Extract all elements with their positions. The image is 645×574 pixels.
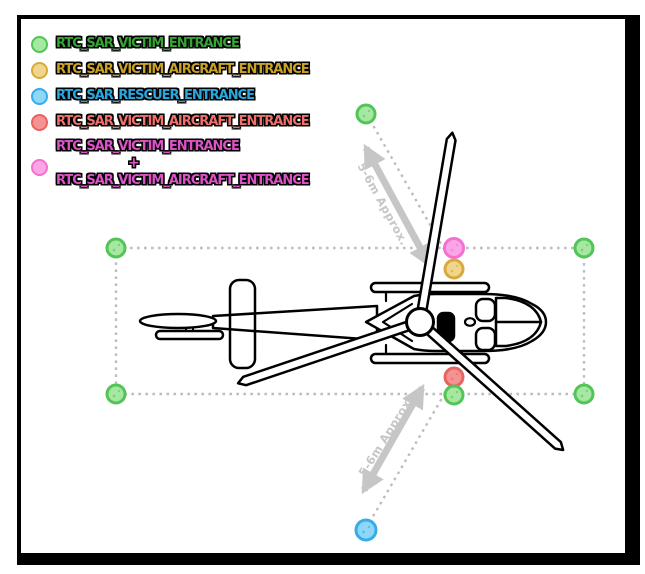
clearance-boundary bbox=[114, 246, 586, 396]
legend-label-victim-aircraft-entrance-red: RTC_SAR_VICTIM_AIRCRAFT_ENTRANCE bbox=[56, 114, 310, 129]
legend-dot-victim-entrance bbox=[30, 35, 48, 53]
tail-rotor-blade-1 bbox=[138, 312, 218, 330]
helicopter-top-view bbox=[138, 130, 568, 455]
marker-victim-entrance-corner-bottom-left[interactable] bbox=[105, 383, 127, 405]
tail-boom bbox=[211, 304, 379, 342]
legend-label-victim-aircraft-entrance: RTC_SAR_VICTIM_AIRCRAFT_ENTRANCE bbox=[56, 62, 310, 77]
diagram-frame bbox=[17, 15, 640, 565]
legend-label-combined-line1: RTC_SAR_VICTIM_ENTRANCE bbox=[56, 139, 240, 154]
legend-label-victim-entrance: RTC_SAR_VICTIM_ENTRANCE bbox=[56, 36, 240, 51]
marker-victim-entrance-corner-top-right[interactable] bbox=[573, 237, 595, 259]
legend-plus-sign: + bbox=[128, 155, 140, 171]
legend-dot-combined-entrance bbox=[30, 158, 48, 176]
legend-label-rescuer-entrance: RTC_SAR_RESCUER_ENTRANCE bbox=[56, 88, 255, 103]
legend-dot-rescuer-entrance bbox=[30, 87, 48, 105]
marker-victim-aircraft-entrance-upper[interactable] bbox=[443, 258, 465, 280]
entrance-markers bbox=[105, 103, 595, 542]
marker-victim-aircraft-entrance-lower[interactable] bbox=[443, 366, 465, 388]
marker-victim-entrance-bottom-edge[interactable] bbox=[443, 384, 465, 406]
distance-arrow-lower bbox=[360, 383, 426, 495]
nose-antenna bbox=[463, 317, 477, 327]
marker-victim-entrance-corner-bottom-right[interactable] bbox=[573, 383, 595, 405]
marker-victim-plus-aircraft-entrance[interactable] bbox=[443, 237, 465, 259]
roof-window-bottom bbox=[474, 326, 497, 352]
legend-dot-victim-aircraft-entrance bbox=[30, 61, 48, 79]
marker-victim-entrance-corner-top-left[interactable] bbox=[105, 237, 127, 259]
rotor-hub bbox=[405, 307, 435, 337]
roof-window-top bbox=[474, 297, 497, 323]
vertical-stabilizer bbox=[228, 278, 257, 370]
legend-label-combined-line2: RTC_SAR_VICTIM_AIRCRAFT_ENTRANCE bbox=[56, 173, 310, 188]
legend-dot-victim-aircraft-entrance-red bbox=[30, 113, 48, 131]
marker-rescuer-entrance[interactable] bbox=[354, 518, 378, 542]
distance-arrow-upper bbox=[362, 143, 433, 269]
marker-victim-entrance-upper[interactable] bbox=[355, 103, 377, 125]
tail-rotor-blade-2 bbox=[154, 329, 225, 341]
